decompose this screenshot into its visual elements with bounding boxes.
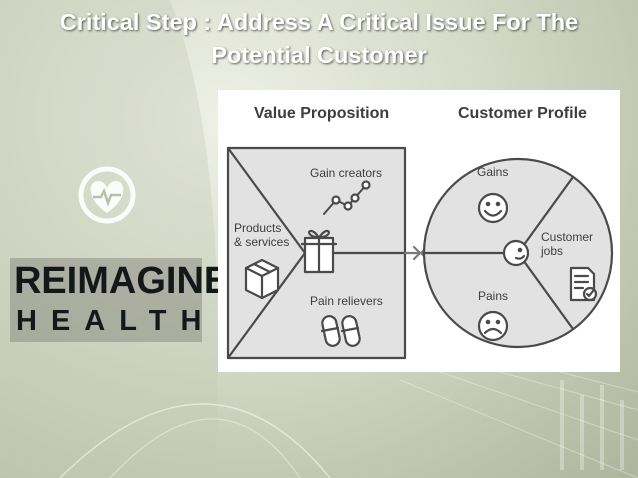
box-icon — [244, 258, 280, 300]
value-proposition-heading: Value Proposition — [254, 105, 390, 122]
products-services-label-line-2: & services — [234, 235, 290, 249]
checklist-icon — [569, 266, 598, 302]
value-proposition-canvas: Value Proposition Customer Profile Gain … — [218, 90, 620, 372]
logo-word-rest: IMAGINE — [66, 260, 230, 302]
canvas-drawing — [226, 146, 614, 360]
gift-icon — [300, 229, 338, 274]
customer-jobs-label: Customer jobs — [541, 230, 593, 258]
smile-icon — [477, 192, 509, 224]
frown-icon — [477, 310, 509, 342]
pain-relievers-label: Pain relievers — [310, 294, 383, 308]
chart-up-icon — [323, 180, 371, 215]
customer-jobs-label-line-2: jobs — [541, 244, 564, 258]
logo-word: ƎЯIMAGINE — [14, 260, 229, 302]
face-icon — [502, 239, 530, 267]
customer-jobs-label-line-1: Customer — [541, 230, 594, 244]
gain-creators-label: Gain creators — [310, 166, 383, 180]
slide-title-line-1: Critical Step : Address A Critical Issue… — [59, 9, 579, 35]
heart-pulse-icon — [78, 166, 136, 224]
pains-label: Pains — [478, 289, 509, 303]
reimagine-health-logo: ƎЯIMAGINE HEALTH — [10, 155, 229, 343]
products-services-label-line-1: Products — [234, 221, 282, 235]
customer-profile-heading: Customer Profile — [458, 105, 587, 122]
pills-icon — [320, 315, 361, 347]
logo-wordmark: ƎЯIMAGINE HEALTH — [10, 258, 229, 342]
products-services-label: Products & services — [234, 221, 289, 249]
slide-title: Critical Step : Address A Critical Issue… — [10, 6, 628, 72]
logo-subword: HEALTH — [16, 305, 216, 337]
logo-word-mirrored: ƎЯ — [14, 260, 67, 302]
gains-label: Gains — [477, 165, 509, 179]
slide-title-line-2: Potential Customer — [211, 42, 427, 68]
